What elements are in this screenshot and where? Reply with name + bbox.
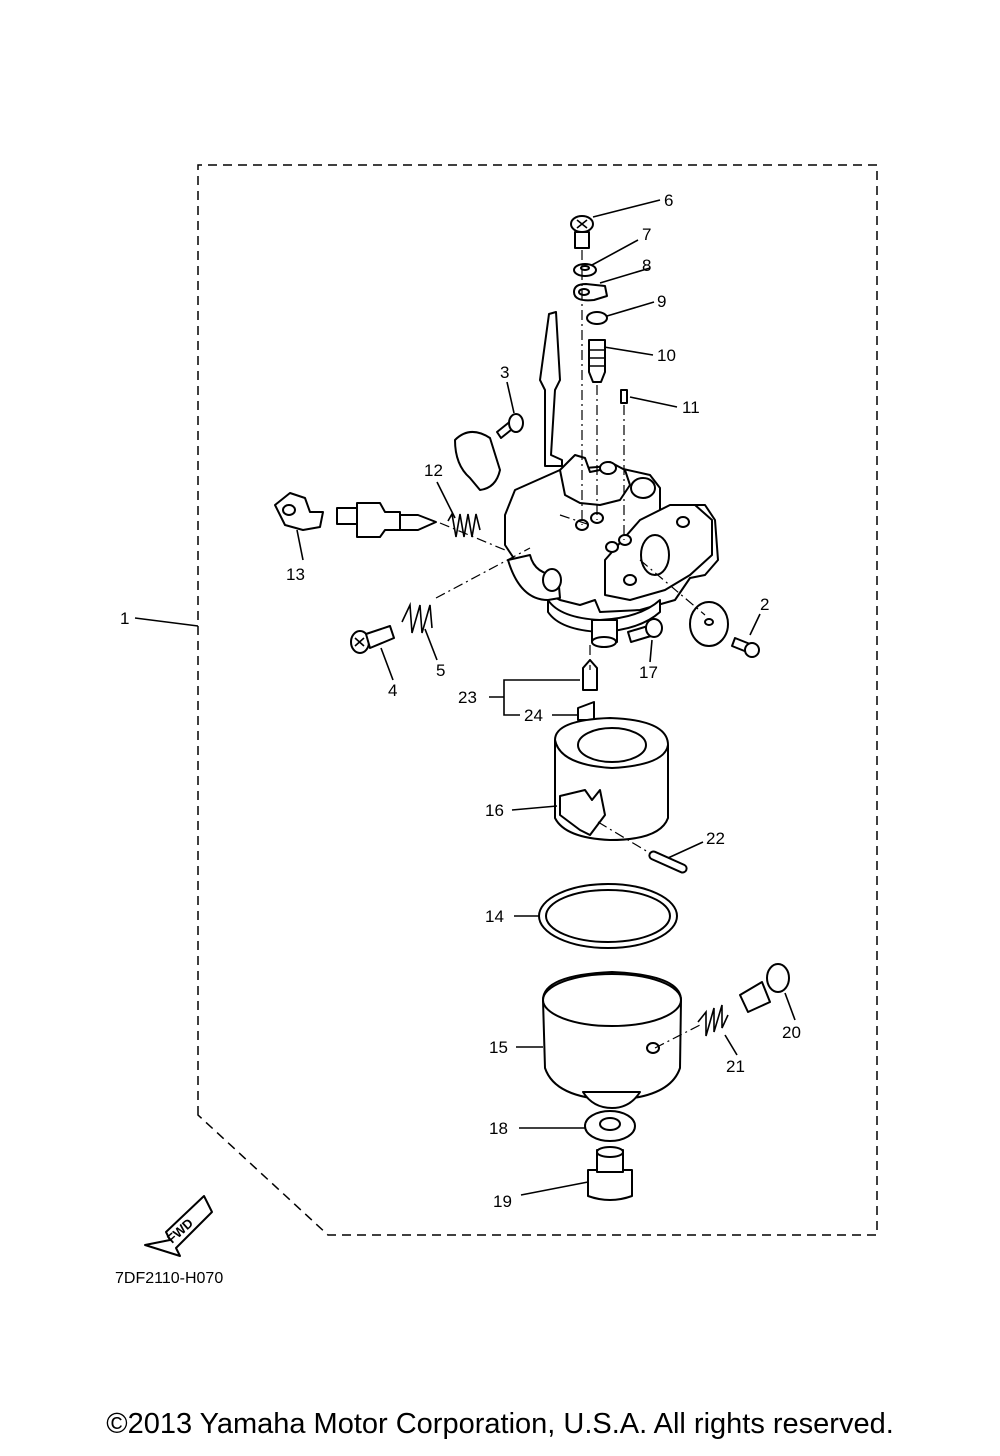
callout-11: 11	[682, 398, 700, 417]
part-6-screw	[570, 215, 594, 249]
part-12-spring	[447, 511, 481, 538]
part-2-plate	[689, 601, 760, 658]
callout-22: 22	[706, 829, 725, 848]
callout-23: 23	[458, 688, 477, 707]
diagram-code: 7DF2110-H070	[115, 1270, 223, 1287]
part-13-needle	[336, 502, 437, 538]
carburetor-body	[454, 311, 719, 648]
part-13-adjuster	[274, 492, 324, 531]
fwd-arrow-icon: FWD	[144, 1195, 213, 1257]
callout-1: 1	[120, 609, 129, 628]
leader-lines	[134, 199, 796, 1196]
part-4-screw	[350, 625, 395, 654]
callout-18: 18	[489, 1119, 508, 1138]
callout-10: 10	[657, 346, 676, 365]
callout-21: 21	[726, 1057, 745, 1076]
part-17-screw	[627, 618, 663, 643]
part-21-spring	[697, 1004, 729, 1037]
callout-labels: 1 2 3 4 5 6 7 8 9 10 11 12 13 14 15 16 1…	[120, 191, 801, 1211]
part-23-needle-valve	[582, 659, 598, 691]
assembly-boundary	[197, 164, 878, 1236]
callout-3: 3	[500, 363, 509, 382]
callout-13: 13	[286, 565, 305, 584]
part-20-screw	[739, 963, 790, 1013]
callout-6: 6	[664, 191, 673, 210]
callout-9: 9	[657, 292, 666, 311]
part-3-screw	[496, 413, 524, 439]
part-19-drain-plug	[587, 1146, 633, 1201]
callout-5: 5	[436, 661, 445, 680]
callout-7: 7	[642, 225, 651, 244]
assembly-centerlines	[435, 250, 706, 1049]
copyright-notice: ©2013 Yamaha Motor Corporation, U.S.A. A…	[106, 1408, 894, 1440]
part-10-jet	[588, 339, 606, 383]
part-7-washer	[573, 263, 597, 277]
part-5-spring	[401, 601, 433, 634]
callout-2: 2	[760, 595, 769, 614]
part-9-o-ring	[586, 311, 608, 325]
callout-4: 4	[388, 681, 397, 700]
callout-19: 19	[493, 1192, 512, 1211]
callout-8: 8	[642, 256, 651, 275]
part-18-washer	[584, 1110, 636, 1142]
callout-14: 14	[485, 907, 504, 926]
callout-20: 20	[782, 1023, 801, 1042]
part-15-float-bowl	[542, 971, 682, 1109]
part-16-float	[554, 717, 669, 841]
part-11-set-screw	[620, 389, 628, 404]
callout-17: 17	[639, 663, 658, 682]
part-24-clip	[577, 701, 595, 721]
part-14-gasket	[538, 883, 678, 949]
part-22-pin	[648, 850, 688, 874]
callout-12: 12	[424, 461, 443, 480]
callout-15: 15	[489, 1038, 508, 1057]
part-8-plate	[573, 283, 608, 302]
callout-16: 16	[485, 801, 504, 820]
callout-24: 24	[524, 706, 543, 725]
